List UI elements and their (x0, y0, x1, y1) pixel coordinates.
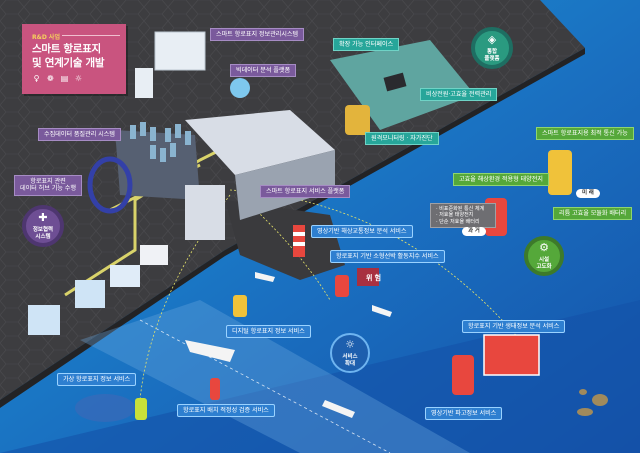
label-wave: 영상기반 파고정보 서비스 (425, 407, 503, 420)
label-comm: 스마트 항로표지용 최적 통신 가능 (536, 127, 634, 140)
badge-service-line2: 확대 (344, 360, 356, 367)
comms-building (185, 185, 225, 240)
lighthouse-stripe (293, 242, 305, 246)
label-quality: 수집데이터 품질관리 시스템 (38, 128, 121, 141)
small-boat-2 (372, 305, 392, 317)
virtual-ship (75, 394, 135, 422)
cruise-ship (322, 400, 355, 418)
layers-icon: ◈ (487, 33, 497, 47)
label-power: 비상전원·고효율 전력관리 (420, 88, 498, 101)
ecology-photo (483, 334, 540, 376)
page-title-line1: 스마트 항로표지 (32, 43, 101, 55)
ai-hologram (230, 78, 250, 98)
lighthouse (293, 225, 305, 257)
label-digital: 디지털 항로표지 정보 서비스 (226, 325, 311, 338)
rock (579, 389, 587, 395)
chart-icon: ▤ (60, 74, 69, 83)
badge-integrated-platform: ◈ 통합 플랫폼 (471, 27, 513, 69)
label-hub-line1: 항로표지 관련 (30, 177, 66, 185)
label-battery-env: 고효율 해상환경 적용형 태양전지 (453, 173, 549, 186)
data-hub-ring (87, 156, 133, 214)
building-2 (75, 280, 105, 308)
server-racks (130, 122, 191, 162)
title-icons: ♀ ❁ ▤ ☼ (32, 74, 83, 83)
small-boat (255, 272, 275, 282)
lightbulb-icon: ☼ (74, 74, 83, 83)
badge-integrated-line1: 통합 (486, 49, 498, 55)
placement-buoy (210, 378, 220, 400)
label-lithium: 리튬 고효율 모듈화 배터리 (553, 207, 633, 220)
past-note: · 단순 저효율 배터리 (436, 218, 480, 225)
person-icon: ♀ (33, 74, 40, 83)
building-1 (28, 305, 60, 335)
danger-sign (357, 268, 379, 286)
platform-building (185, 110, 335, 175)
digital-buoy (233, 295, 247, 317)
building-3 (110, 265, 140, 287)
label-hub-line2: 데이터 허브 기능 수행 (20, 185, 76, 193)
badge-info-line1: 정보협력 (32, 227, 54, 233)
label-small-vessel: 항로표지 기반 소형선박 활동지수 서비스 (330, 250, 445, 263)
label-bigdata: 빅데이터 분석 플랫폼 (230, 64, 297, 77)
puzzle-icon: ✚ (38, 211, 48, 225)
badge-info-line2: 시스템 (35, 233, 51, 240)
brain-icon: ❁ (47, 74, 54, 83)
tablet (135, 68, 153, 98)
server-building (115, 130, 200, 200)
lane-dash (139, 319, 391, 453)
virtual-buoy (135, 398, 147, 420)
label-service-platform: 스마트 항로표지 서비스 플랫폼 (260, 185, 351, 198)
badge-info-cooperation: ✚ 정보협력 시스템 (22, 205, 64, 247)
shipping-lane (80, 300, 470, 453)
past-notes: · 비표준화된 통신 체계 · 저효율 태양전지 · 단순 저효율 배터리 (430, 203, 496, 228)
label-interface: 확장 가능 인터페이스 (333, 38, 400, 51)
container-ship (185, 340, 235, 362)
project-tag: R&D 사업 (32, 34, 60, 41)
title-card: R&D 사업 스마트 항로표지 및 연계기술 개발 ♀ ❁ ▤ ☼ (22, 24, 126, 94)
land-edge-left (0, 250, 225, 408)
past-tag: 과 거 (462, 227, 486, 236)
badge-service: ☼ 서비스 확대 (330, 333, 370, 373)
label-placement: 항로표지 배치 적정성 검증 서비스 (177, 404, 275, 417)
badge-integrated-line2: 플랫폼 (484, 55, 500, 62)
activity-buoy (335, 275, 349, 297)
tag-divider (62, 35, 120, 36)
wave-buoy (452, 355, 474, 395)
lightbulb-icon: ☼ (345, 338, 355, 352)
past-note: · 비표준화된 통신 체계 (436, 205, 485, 212)
rock (592, 394, 608, 406)
smart-buoy-land (345, 105, 370, 135)
badge-facility: ⚙ 시설 고도화 (524, 236, 564, 276)
label-virtual: 가상 항로표지 정보 서비스 (57, 373, 137, 386)
danger-sign-text: 위 험 (366, 273, 382, 282)
badge-facility-line1: 시설 (538, 257, 550, 263)
pier (225, 200, 345, 280)
chip (383, 72, 407, 92)
rock (577, 408, 593, 416)
monitor (154, 31, 206, 71)
lighthouse-stripe (293, 232, 305, 236)
label-info-system: 스마트 항로표지 정보관리시스템 (210, 28, 305, 41)
badge-service-line1: 서비스 (342, 354, 358, 360)
badge-facility-line2: 고도화 (536, 263, 552, 270)
page-title-line2: 및 연계기술 개발 (32, 57, 105, 69)
label-video-traffic: 영상기반 해상교통정보 분석 서비스 (311, 225, 413, 238)
label-ecology: 항로표지 기반 생태정보 분석 서비스 (462, 320, 566, 333)
gear-icon: ⚙ (539, 241, 549, 255)
building-4 (140, 245, 168, 265)
future-tag: 미 래 (576, 189, 600, 198)
label-hub: 항로표지 관련 데이터 허브 기능 수행 (14, 175, 82, 196)
future-buoy (548, 150, 572, 195)
label-remote: 원격모니터링 · 자가진단 (365, 132, 439, 145)
past-note: · 저효율 태양전지 (436, 212, 474, 218)
